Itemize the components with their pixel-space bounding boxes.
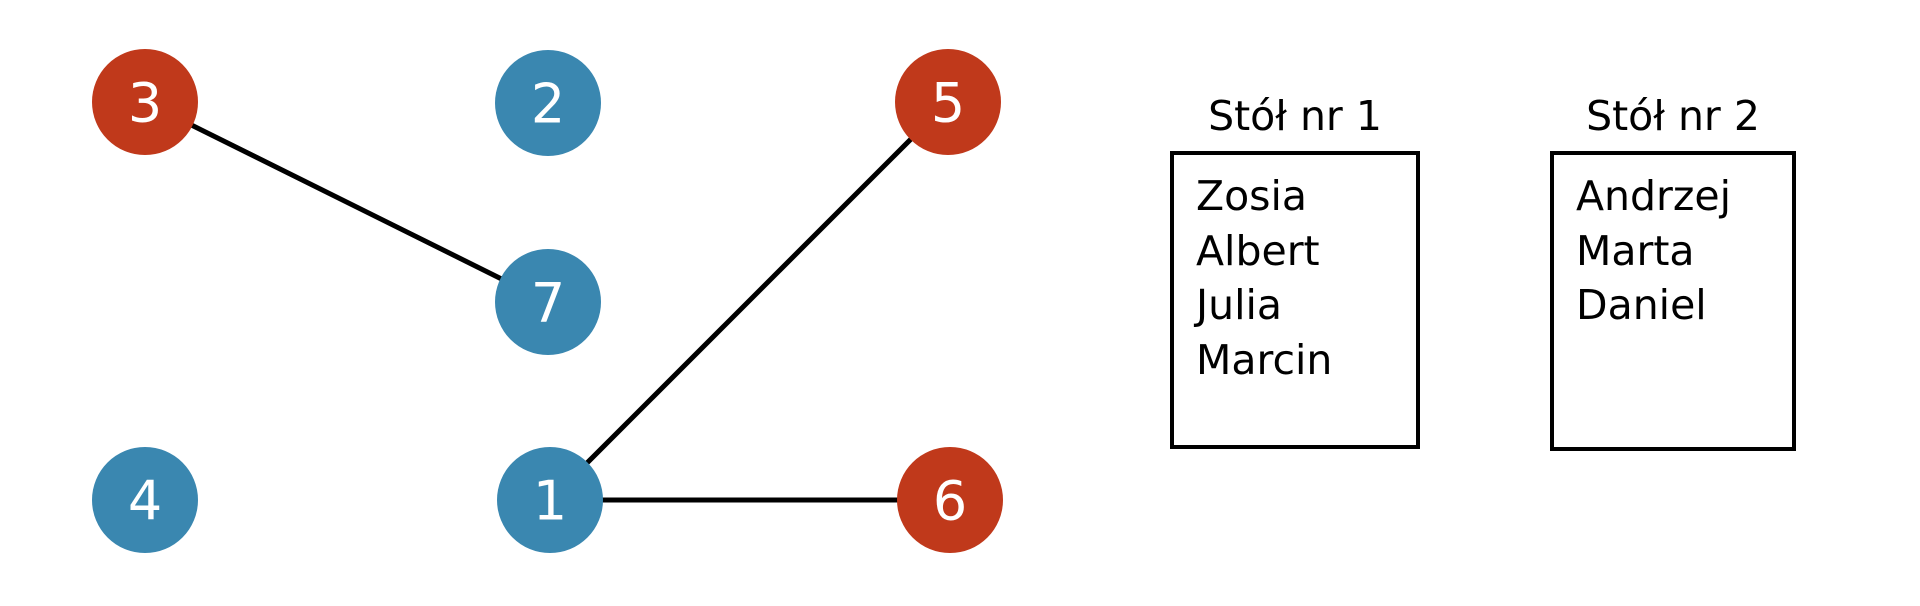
graph-edge-5-1 bbox=[584, 136, 914, 466]
node-layer: 3 2 5 7 4 1 6 bbox=[92, 49, 1003, 553]
graph-node-label-1: 1 bbox=[533, 470, 567, 533]
list-item: Albert bbox=[1196, 226, 1320, 275]
graph-node-4[interactable]: 4 bbox=[92, 447, 198, 553]
tables-panel: Stół nr 1 Zosia Albert Julia Marcin Stół… bbox=[1060, 0, 1920, 606]
edge-layer bbox=[189, 122, 914, 503]
graph-node-5[interactable]: 5 bbox=[895, 49, 1001, 155]
graph-node-label-7: 7 bbox=[531, 272, 565, 335]
table-box-2[interactable]: Andrzej Marta Daniel bbox=[1550, 151, 1796, 451]
list-item: Marcin bbox=[1196, 335, 1333, 384]
graph-node-label-3: 3 bbox=[128, 72, 162, 135]
graph-node-6[interactable]: 6 bbox=[897, 447, 1003, 553]
graph-node-1[interactable]: 1 bbox=[497, 447, 603, 553]
graph-svg: 3 2 5 7 4 1 6 bbox=[92, 49, 1003, 553]
list-item: Julia bbox=[1196, 281, 1282, 330]
graph-node-circle-2[interactable] bbox=[495, 50, 601, 156]
list-item: Marta bbox=[1576, 226, 1695, 275]
graph-node-circle-3[interactable] bbox=[92, 49, 198, 155]
list-item: Zosia bbox=[1196, 172, 1308, 220]
table-caption-1: Stół nr 1 bbox=[1208, 92, 1382, 140]
graph-node-3[interactable]: 3 bbox=[92, 49, 198, 155]
table-group-2: Stół nr 2 Andrzej Marta Daniel bbox=[1550, 96, 1796, 451]
graph-node-label-5: 5 bbox=[931, 72, 965, 135]
graph-node-label-4: 4 bbox=[128, 470, 162, 533]
graph-node-label-6: 6 bbox=[933, 470, 967, 533]
graph-node-circle-6[interactable] bbox=[897, 447, 1003, 553]
graph-panel: 3 2 5 7 4 1 6 bbox=[92, 49, 1003, 553]
table-box-1[interactable]: Zosia Albert Julia Marcin bbox=[1170, 151, 1420, 449]
graph-edge-3-7 bbox=[189, 122, 504, 282]
graph-node-7[interactable]: 7 bbox=[495, 249, 601, 355]
list-item: Daniel bbox=[1576, 281, 1707, 330]
graph-node-circle-1[interactable] bbox=[497, 447, 603, 553]
graph-node-circle-4[interactable] bbox=[92, 447, 198, 553]
graph-node-2[interactable]: 2 bbox=[495, 50, 601, 156]
graph-node-circle-5[interactable] bbox=[895, 49, 1001, 155]
graph-node-circle-7[interactable] bbox=[495, 249, 601, 355]
list-item: Andrzej bbox=[1576, 172, 1732, 220]
table-group-1: Stół nr 1 Zosia Albert Julia Marcin bbox=[1170, 96, 1420, 449]
graph-node-label-2: 2 bbox=[531, 73, 565, 136]
table-caption-2: Stół nr 2 bbox=[1586, 92, 1760, 140]
